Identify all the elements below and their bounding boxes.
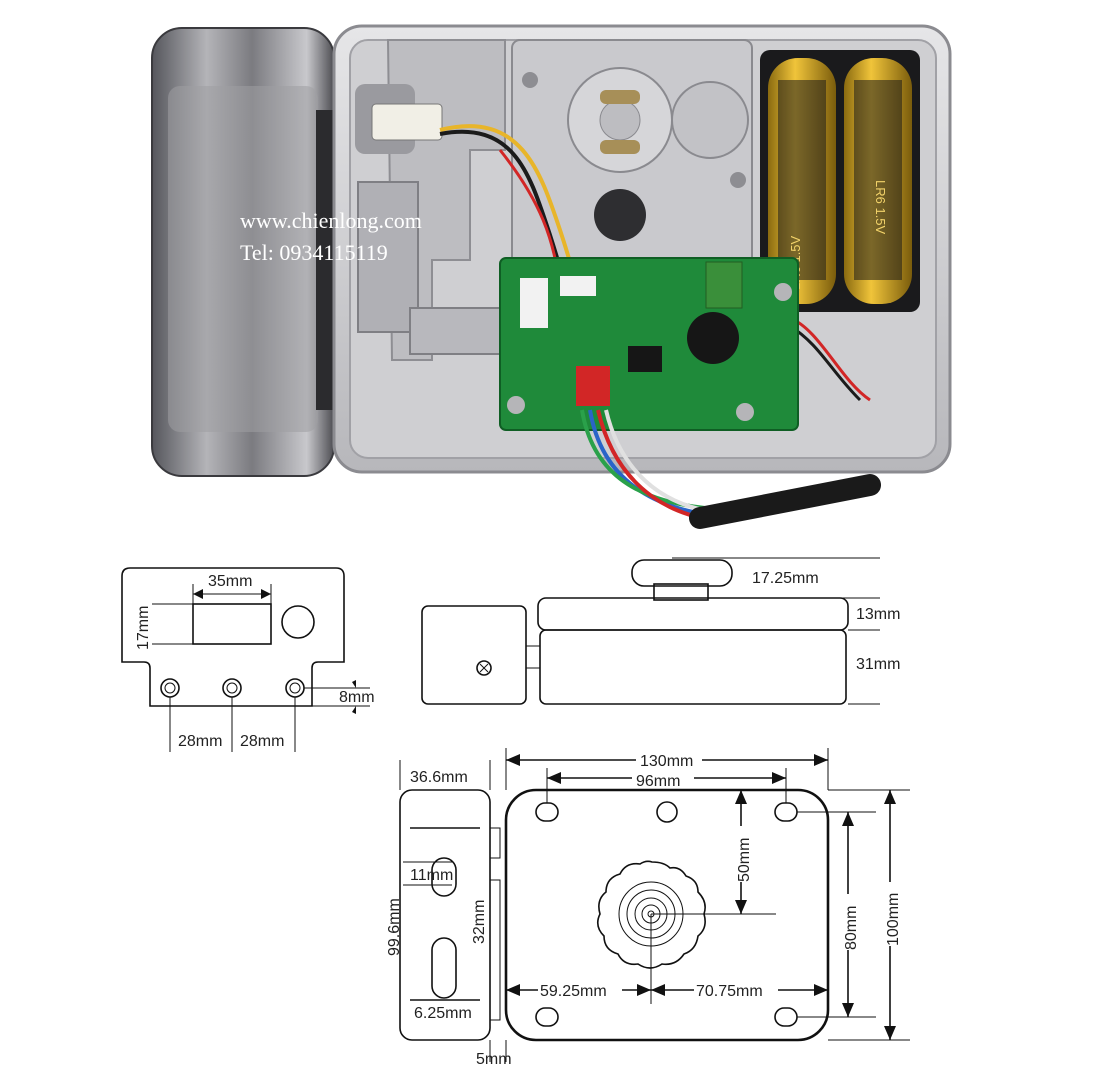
side-handle-end: [421, 605, 527, 705]
dim-5mm: 5mm: [476, 1051, 512, 1068]
side-view: 17.25mm 13mm 31mm: [421, 557, 900, 705]
dim-36-6mm: 36.6mm: [410, 769, 468, 786]
mount-hole-top-right: [774, 802, 798, 822]
dim-99-6mm: 99.6mm: [386, 898, 403, 956]
dim-8mm: 8mm: [339, 689, 375, 706]
mount-hole-bottom-left: [535, 1007, 559, 1027]
knob: [596, 860, 706, 969]
dim-28mm-2: 28mm: [240, 733, 284, 750]
handle-slot-top: [431, 857, 457, 897]
watermark-site: www.chienlong.com: [240, 208, 422, 233]
front-view: 36.6mm 99.6mm 11mm 32mm 6.25mm 5mm 130mm: [386, 748, 910, 1068]
front-body: [504, 788, 830, 1042]
front-top-hole: [656, 801, 678, 823]
bracket-cutout: [192, 603, 272, 645]
watermark-phone: Tel: 0934115119: [240, 240, 388, 265]
handle-slot-bottom: [431, 937, 457, 999]
dim-59-25mm: 59.25mm: [540, 983, 607, 1000]
side-lid: [537, 597, 849, 631]
mount-hole-top-left: [535, 802, 559, 822]
mount-hole-bottom-right: [774, 1007, 798, 1027]
dim-17-25mm: 17.25mm: [752, 570, 819, 587]
bracket-round-hole: [281, 605, 315, 639]
dim-80mm: 80mm: [843, 906, 860, 950]
dim-31mm: 31mm: [856, 656, 900, 673]
dim-13mm: 13mm: [856, 606, 900, 623]
side-knob: [631, 559, 733, 587]
side-body: [539, 629, 847, 705]
dim-70-75mm: 70.75mm: [696, 983, 763, 1000]
lock-photo: LR6 1.5V LR6 1.5V AA www.chienlong.com T…: [151, 24, 952, 529]
dim-6-25mm: 6.25mm: [414, 1005, 472, 1022]
dim-35mm: 35mm: [208, 573, 252, 590]
dim-50mm: 50mm: [736, 838, 753, 882]
dim-96mm: 96mm: [636, 773, 680, 790]
bracket-view: 35mm 17mm 8mm 28mm 28mm: [121, 567, 375, 752]
dim-130mm: 130mm: [640, 753, 693, 770]
dim-28mm-1: 28mm: [178, 733, 222, 750]
battery-label-2: LR6 1.5V: [873, 180, 888, 235]
dim-32mm: 32mm: [471, 900, 488, 944]
dim-11mm: 11mm: [410, 867, 453, 884]
bracket-screw-hole-2: [222, 678, 242, 698]
buzzer: [687, 312, 739, 364]
bracket-screw-hole-3: [285, 678, 305, 698]
cable: [689, 474, 881, 529]
bracket-screw-hole-1: [160, 678, 180, 698]
dim-17mm: 17mm: [135, 606, 152, 650]
dim-100mm: 100mm: [885, 893, 902, 946]
